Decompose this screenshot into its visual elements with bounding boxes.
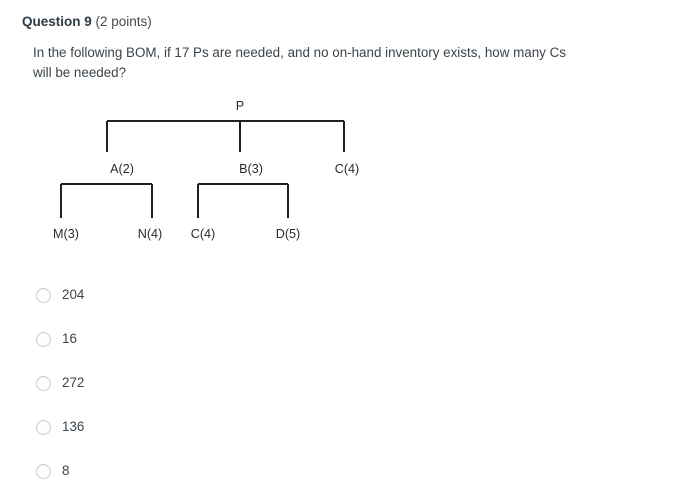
radio-button-icon[interactable] <box>36 463 51 479</box>
answer-option-label: 16 <box>62 331 77 347</box>
bom-node-b: B(3) <box>239 162 263 176</box>
radio-button-icon[interactable] <box>36 375 51 391</box>
answer-option[interactable]: 272 <box>36 361 336 405</box>
bom-node-c-sub: C(4) <box>191 227 216 241</box>
radio-button-icon[interactable] <box>36 287 51 303</box>
answer-option[interactable]: 8 <box>36 449 336 493</box>
question-header: Question 9 (2 points) <box>22 13 152 31</box>
answer-options-list: 204 16 272 136 8 <box>36 273 336 493</box>
answer-option-label: 136 <box>62 419 85 435</box>
question-points: (2 points) <box>95 14 152 29</box>
bom-node-c: C(4) <box>335 162 360 176</box>
bom-connector-lines <box>59 119 346 218</box>
answer-option[interactable]: 136 <box>36 405 336 449</box>
bom-node-m: M(3) <box>53 227 79 241</box>
bom-node-root: P <box>236 99 244 113</box>
radio-button-icon[interactable] <box>36 331 51 347</box>
bom-tree-diagram: P A(2) B(3) C(4) M(3) N(4) C(4) D(5) <box>0 95 420 250</box>
question-text: In the following BOM, if 17 Ps are neede… <box>33 45 566 80</box>
answer-option-label: 8 <box>62 463 70 479</box>
answer-option[interactable]: 204 <box>36 273 336 317</box>
question-title: Question 9 <box>22 14 92 29</box>
answer-option-label: 272 <box>62 375 85 391</box>
bom-node-d: D(5) <box>276 227 301 241</box>
answer-option[interactable]: 16 <box>36 317 336 361</box>
bom-node-a: A(2) <box>110 162 134 176</box>
answer-option-label: 204 <box>62 287 85 303</box>
bom-node-n: N(4) <box>138 227 163 241</box>
radio-button-icon[interactable] <box>36 419 51 435</box>
